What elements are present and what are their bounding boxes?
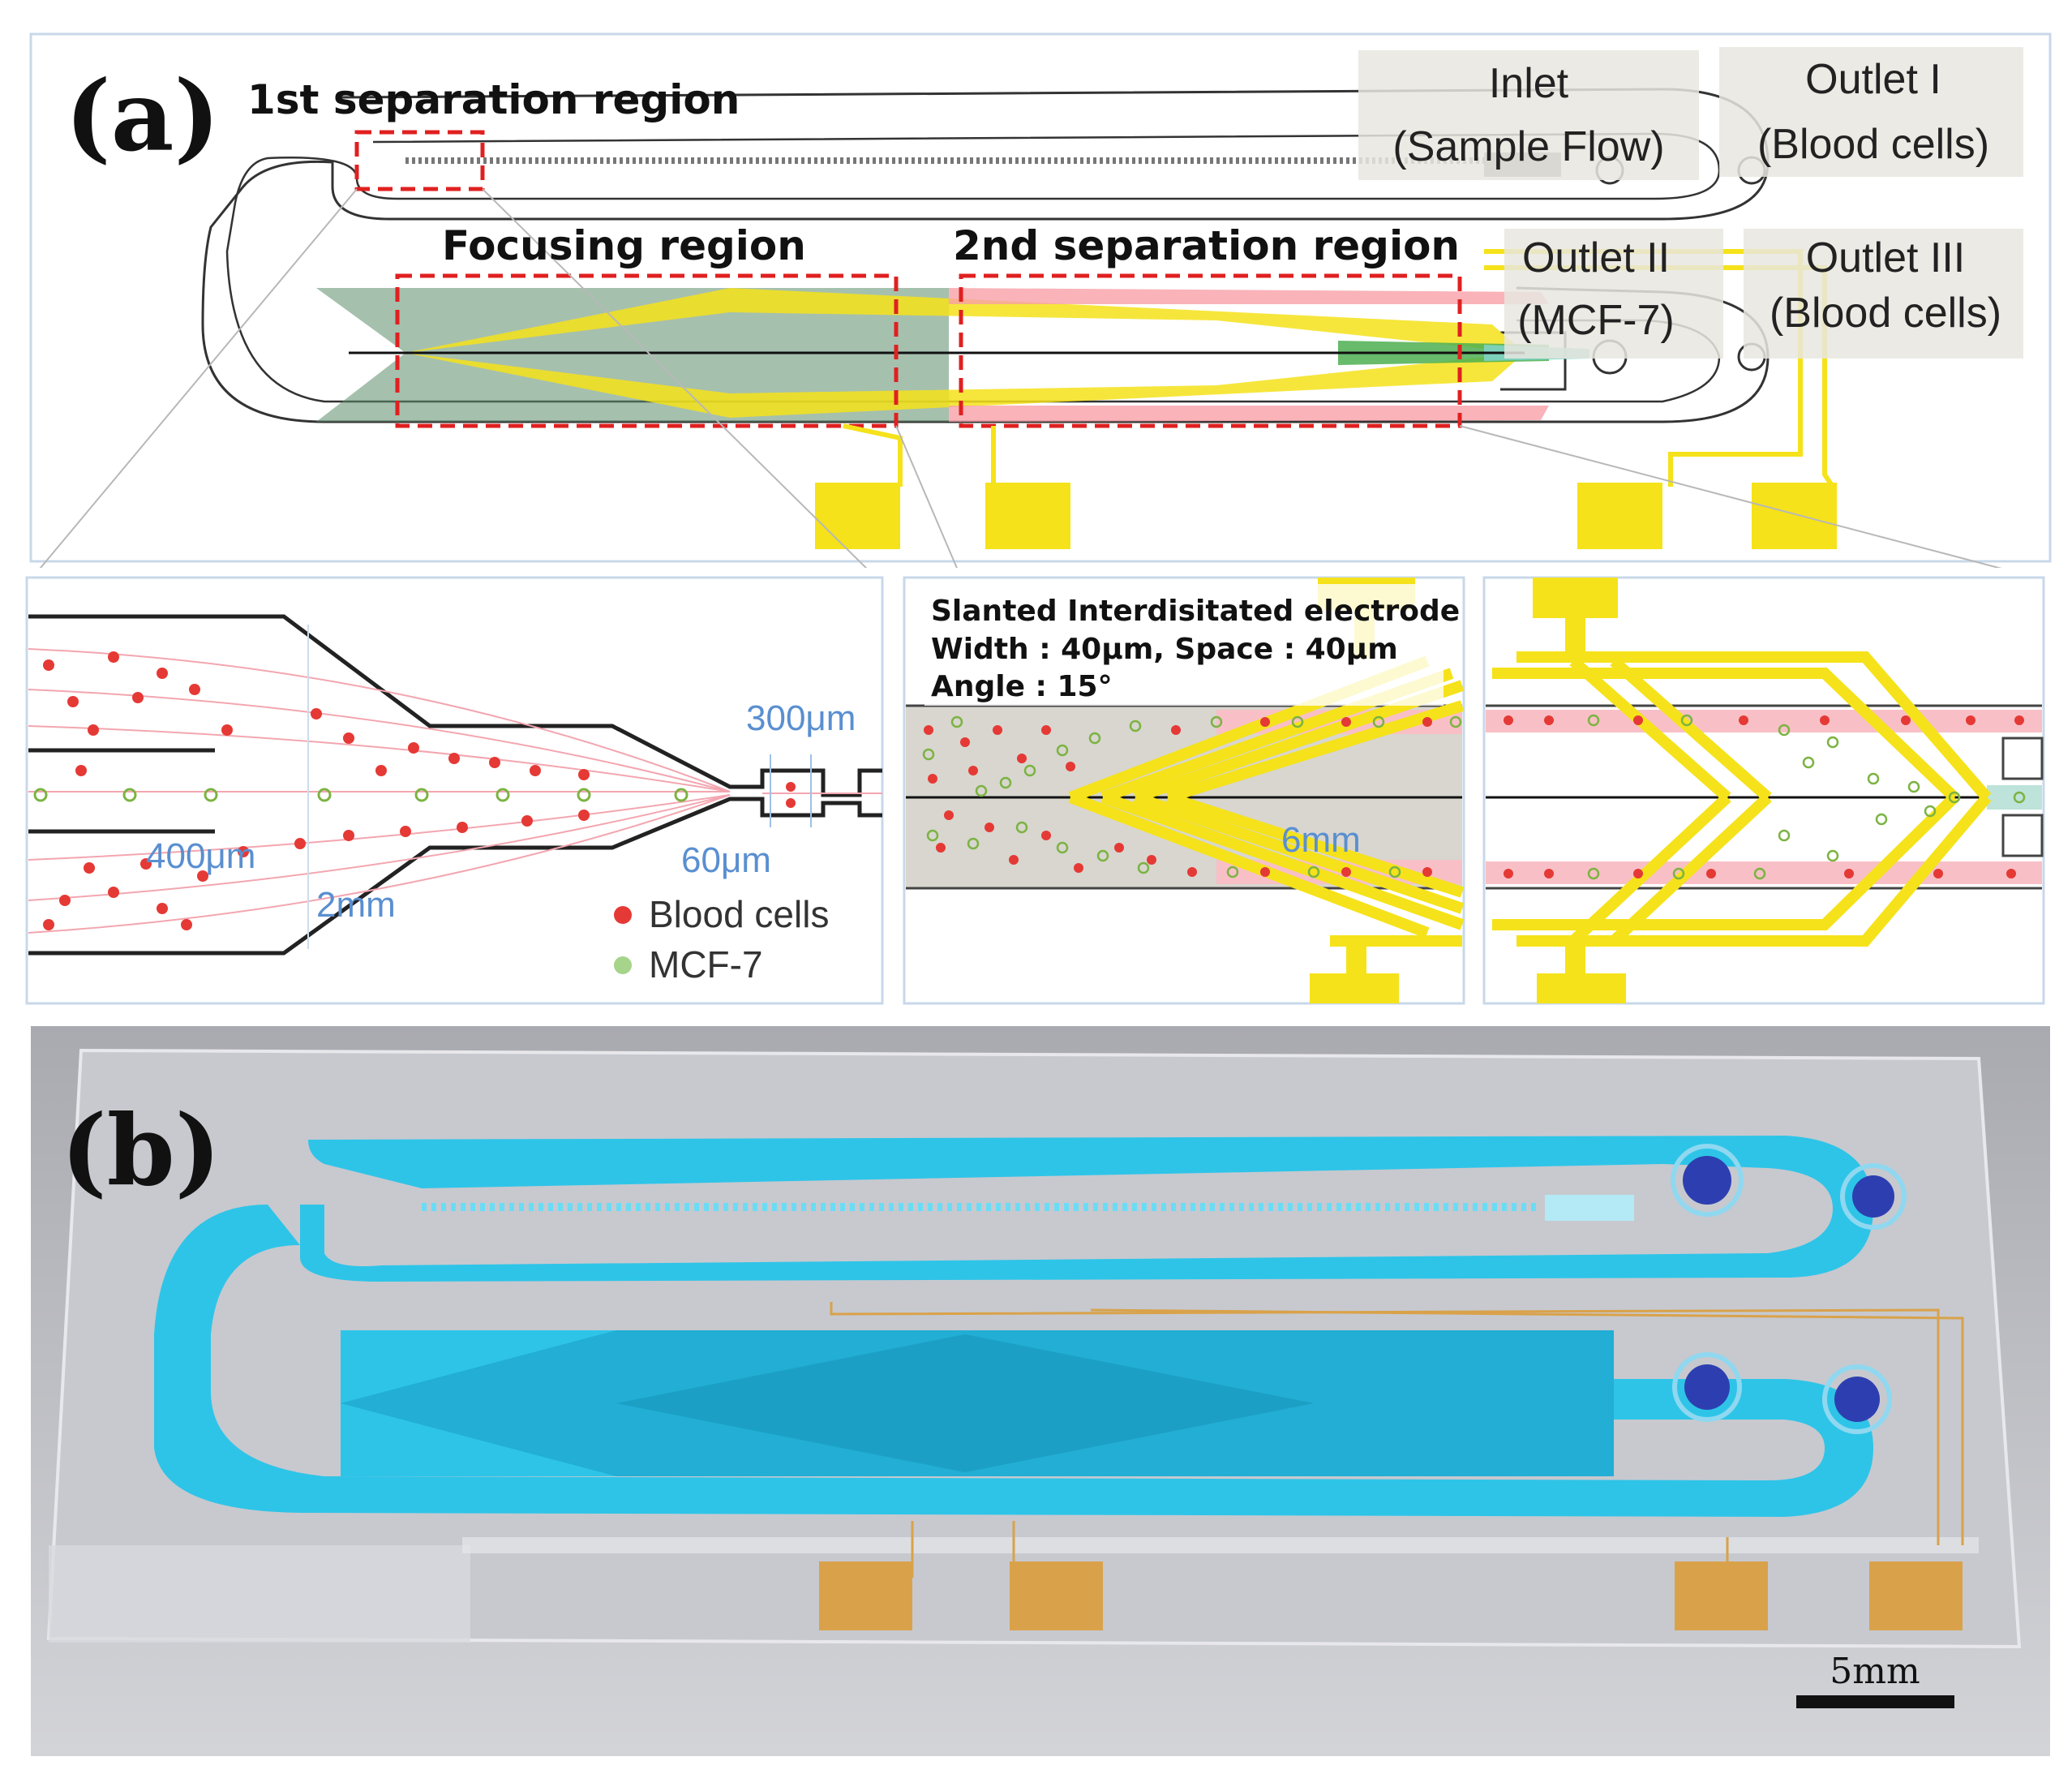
inlet-label-bg — [1358, 50, 1699, 180]
zoom-line-2 — [482, 188, 868, 568]
gold-pad-4 — [1869, 1561, 1963, 1630]
panel-a-top: (a) 1st separation region Focusing regio… — [29, 32, 2052, 568]
panel-a-insets: 300μm 60μm 400μm 2mm Blood cells MCF-7 — [25, 576, 2045, 1005]
inset3-pink-top — [1486, 710, 2042, 732]
panel-b-label: (b) — [61, 1093, 221, 1208]
chip-edge-highlight — [462, 1537, 1979, 1553]
yellow-band-bottom — [405, 353, 1525, 418]
inset1-dim-300: 300μm — [746, 698, 856, 738]
inset-first-separation: 300μm 60μm 400μm 2mm Blood cells MCF-7 — [25, 576, 884, 1005]
zoom-line-4 — [1459, 425, 2002, 568]
inset2-label-bg — [924, 584, 1444, 706]
inset2-bottom-stem — [1346, 941, 1366, 977]
second-separation-label: 2nd separation region — [953, 222, 1460, 269]
inlet-title: Inlet — [1489, 60, 1569, 107]
focusing-region-box — [395, 273, 899, 428]
inset2-blood-cells — [924, 717, 1432, 877]
electrode-pad-2 — [985, 483, 1070, 549]
chip-edge-step — [49, 1545, 470, 1643]
focusing-wedge — [316, 288, 949, 422]
inset1-channel-outline — [28, 614, 882, 797]
inset1-dim-60: 60μm — [681, 840, 771, 880]
scale-bar-label: 5mm — [1830, 1651, 1920, 1692]
inset1-dim-400: 400μm — [146, 836, 255, 876]
inset3-blood-cells — [1504, 715, 2024, 878]
electrode-pad-3 — [1577, 483, 1662, 549]
panel-a-label: (a) — [65, 59, 220, 174]
outlet-1-label-bg — [1719, 47, 2023, 177]
inset3-bottom-stem — [1565, 941, 1585, 977]
electrode-pad-4 — [1752, 483, 1837, 549]
outlet-3-title: Outlet III — [1806, 234, 1966, 281]
legend-blood-marker — [614, 906, 632, 924]
outlet-1-title: Outlet I — [1805, 56, 1941, 103]
zoom-line-1 — [39, 188, 358, 568]
inset1-dim-2mm: 2mm — [316, 885, 396, 925]
inset1-channel-outline-bottom — [28, 797, 882, 956]
inset3-outlet-wall-top — [2001, 737, 2044, 780]
gold-pad-3 — [1675, 1561, 1768, 1630]
outlet-3-subtitle: (Blood cells) — [1770, 290, 2001, 337]
zoom-line-3 — [895, 425, 958, 568]
electrode-pad-1 — [815, 483, 900, 549]
first-separation-label: 1st separation region — [247, 76, 740, 123]
outlet-2-title: Outlet II — [1522, 234, 1670, 281]
inset2-bottom-pad — [1310, 973, 1399, 1003]
inset1-streamlines — [28, 648, 882, 934]
legend-mcf7-marker — [614, 956, 632, 974]
outlet-2-subtitle: (MCF-7) — [1517, 297, 1675, 344]
inset2-width-spec: Width : 40μm, Space : 40μm — [931, 633, 1398, 666]
inset2-mcf7-cells — [922, 715, 1462, 878]
gold-pad-1 — [819, 1561, 912, 1630]
pink-stream-bottom — [949, 406, 1549, 422]
scale-bar — [1796, 1695, 1954, 1708]
gold-pad-2 — [1010, 1561, 1103, 1630]
electrode-trace-1 — [843, 423, 903, 487]
upper-channel-outline — [201, 88, 1770, 423]
inset3-outlet-wall-bottom — [2001, 814, 2044, 857]
inset1-mcf7-cells — [33, 788, 689, 802]
inset-second-separation — [1482, 576, 2045, 1005]
outlet-2-label-bg — [1504, 229, 1723, 359]
legend-blood-label: Blood cells — [649, 893, 829, 935]
inset-focusing-electrode: Slanted Interdisitated electrode Width :… — [903, 576, 1465, 1005]
panel-b-photo: (b) 5mm — [31, 1026, 2050, 1756]
legend-mcf7-label: MCF-7 — [649, 943, 763, 986]
inner-channel-outline — [225, 132, 1721, 403]
pink-stream-top — [949, 288, 1549, 304]
inlet-subtitle: (Sample Flow) — [1392, 123, 1664, 170]
photo-ports — [1671, 1144, 1907, 1434]
inset1-blood-cells — [43, 651, 796, 930]
diamond-shading — [616, 1334, 1314, 1472]
outlet-3-label-bg — [1744, 229, 2023, 359]
outlet-1-subtitle: (Blood cells) — [1757, 121, 1989, 168]
inset2-title: Slanted Interdisitated electrode — [931, 595, 1460, 628]
second-separation-box — [959, 273, 1462, 428]
inset3-mcf7-cells — [1587, 714, 2026, 880]
inset2-dim-6mm: 6mm — [1281, 820, 1361, 860]
photo-filter — [1545, 1195, 1634, 1221]
inset3-bottom-pad — [1537, 973, 1626, 1003]
inset3-top-pad — [1533, 578, 1618, 618]
inset3-electrode-fingers — [1492, 651, 1992, 947]
focusing-region-label: Focusing region — [442, 222, 806, 269]
inset3-top-stem — [1565, 618, 1585, 655]
yellow-band-top — [405, 288, 1525, 353]
inset2-angle-spec: Angle : 15° — [931, 670, 1113, 703]
